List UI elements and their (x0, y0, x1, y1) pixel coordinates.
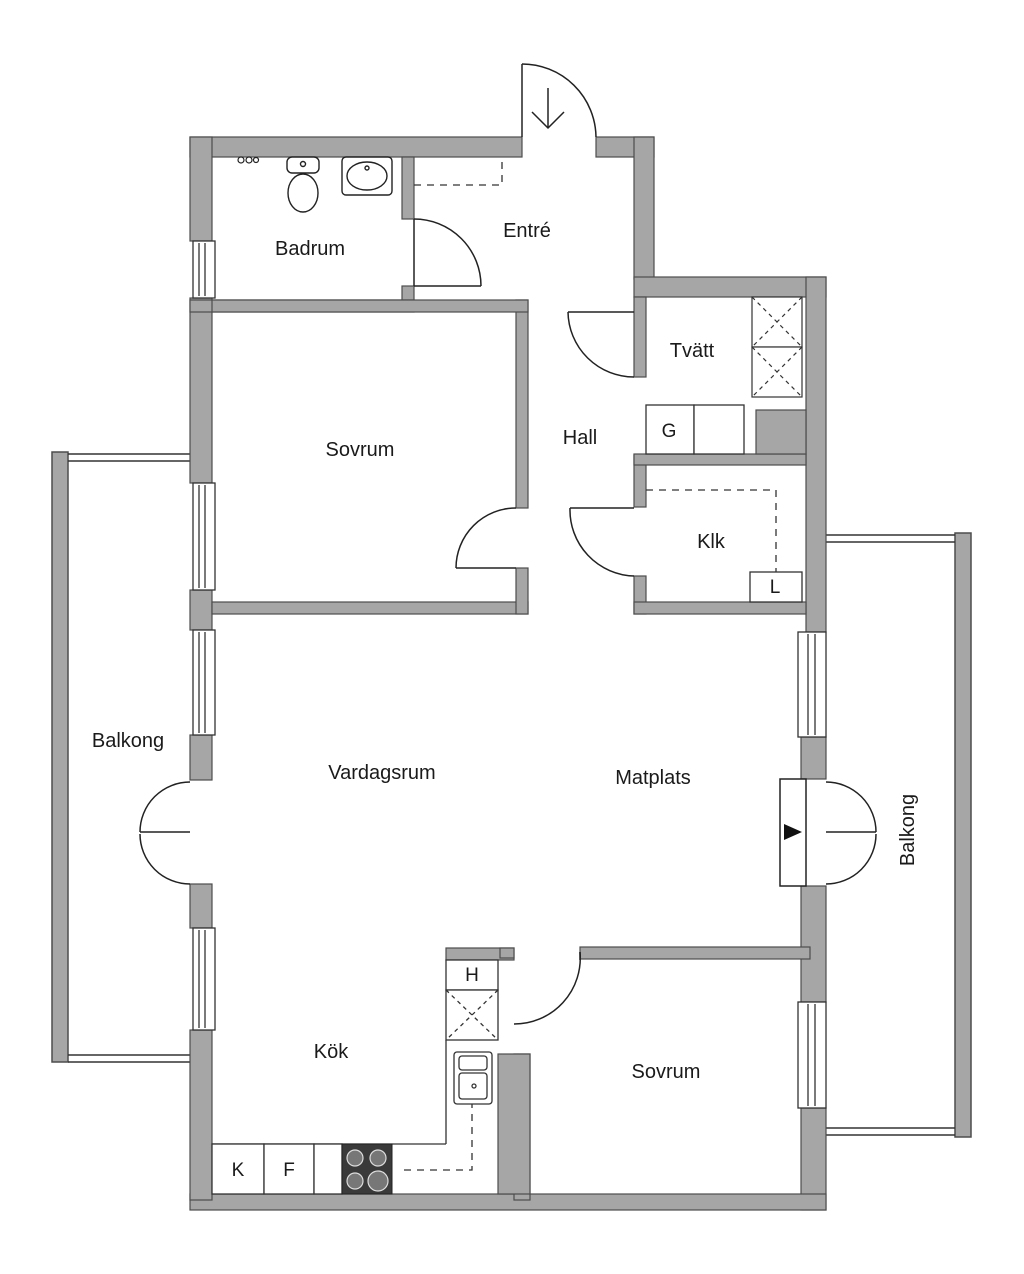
washer-icon (751, 296, 803, 398)
shower-icon (237, 156, 260, 164)
room-label-tvatt: Tvätt (670, 340, 715, 362)
room-label-klk: Klk (697, 531, 726, 553)
room-label-entre: Entré (503, 220, 551, 242)
entrance-door (521, 63, 597, 138)
room-label-badrum: Badrum (275, 238, 345, 260)
room-label-sovrum: Sovrum (326, 439, 395, 461)
windows (192, 240, 827, 1109)
toilet-icon (286, 156, 320, 213)
balcony-left (51, 451, 190, 1063)
fixture-label-g: G (662, 421, 677, 442)
fixture-label-k: K (232, 1160, 245, 1181)
room-label-vardagsrum: Vardagsrum (328, 762, 435, 784)
balcony-right (826, 532, 972, 1138)
room-label-sovrum-2: Sovrum (632, 1061, 701, 1083)
doors (139, 63, 877, 1025)
kitchen-counter (211, 959, 499, 1195)
fixture-label-h: H (465, 965, 479, 986)
room-label-hall: Hall (563, 427, 597, 449)
room-label-kok: Kök (314, 1041, 349, 1063)
stove-icon (341, 1143, 393, 1195)
fireplace-arrow-icon (779, 778, 807, 887)
laundry-counter (645, 404, 745, 455)
room-label-balkong-right: Balkong (897, 794, 919, 866)
fixture-label-f: F (283, 1160, 295, 1181)
entrance-arrow-icon (531, 88, 565, 130)
closet-box-l (749, 571, 803, 603)
kitchen-sink-icon (453, 1051, 493, 1105)
room-label-balkong-left: Balkong (92, 730, 164, 752)
fixture-label-l: L (770, 577, 781, 598)
walls (189, 136, 827, 1211)
sink-icon (341, 156, 393, 196)
room-label-matplats: Matplats (615, 767, 691, 789)
